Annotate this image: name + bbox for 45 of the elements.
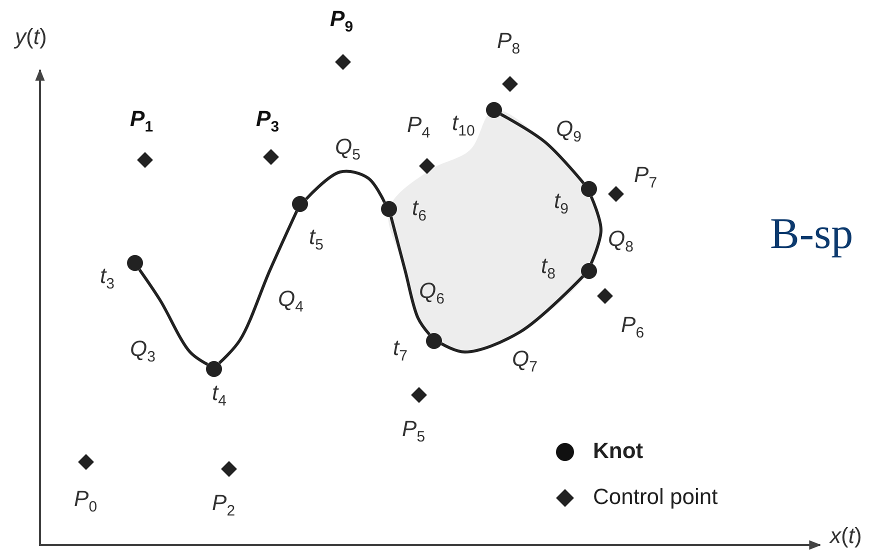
control-point-label: P$_{4}$ — [407, 114, 430, 140]
knot-label: t$_{9}$ — [554, 190, 568, 216]
spline-segment — [390, 216, 431, 336]
spline-segment — [138, 268, 208, 366]
knot-dot — [581, 263, 597, 279]
knot-label: t$_{5}$ — [309, 226, 324, 252]
knot-dot — [206, 361, 222, 377]
knot-dot — [486, 102, 502, 118]
spline-segment — [500, 112, 585, 184]
segment-label: Q$_{5}$ — [335, 136, 360, 162]
control-point-label: P$_{6}$ — [621, 314, 644, 340]
axis-label: x(t) — [830, 525, 862, 547]
control-point-label: P$_{0}$ — [74, 488, 98, 514]
control-point-label: P$_{8}$ — [497, 30, 520, 56]
knot-label: t$_{8}$ — [541, 255, 556, 282]
segment-label: Q$_{3}$ — [130, 338, 156, 364]
control-point-label: P$_{1}$ — [130, 108, 154, 134]
knot-dot — [581, 181, 597, 197]
knot-label: t$_{7}$ — [393, 337, 408, 364]
knot-dot — [292, 196, 308, 212]
knot-label: t$_{10}$ — [452, 112, 475, 138]
control-point-label: P$_{5}$ — [402, 418, 426, 444]
legend-text: Knot — [593, 438, 644, 464]
segment-label: Q$_{4}$ — [278, 288, 304, 314]
knot-dot — [426, 333, 442, 349]
spline-segment — [218, 210, 298, 364]
control-point-label: P$_{3}$ — [256, 108, 280, 134]
segment-label: Q$_{7}$ — [512, 348, 538, 374]
control-point-label: P$_{9}$ — [330, 8, 354, 34]
segment-label: Q$_{6}$ — [419, 280, 444, 306]
axis-label: y(t) — [15, 26, 47, 48]
knot-dot — [127, 255, 143, 271]
knot-dot — [381, 201, 397, 217]
spline-segment — [440, 275, 584, 354]
knot-label: t$_{6}$ — [412, 197, 426, 224]
segment-label: Q$_{9}$ — [556, 118, 582, 144]
legend-text: Control point — [593, 484, 718, 510]
segment-label: Q$_{8}$ — [608, 228, 634, 254]
spline-segment — [590, 196, 602, 264]
control-point-label: P$_{2}$ — [212, 492, 236, 518]
slide-title-fragment: B-sp — [770, 212, 854, 256]
knot-label: t$_{4}$ — [212, 382, 226, 408]
knot-label: t$_{3}$ — [100, 265, 114, 292]
control-point-label: P$_{7}$ — [634, 164, 658, 190]
spline-segment — [305, 170, 386, 204]
